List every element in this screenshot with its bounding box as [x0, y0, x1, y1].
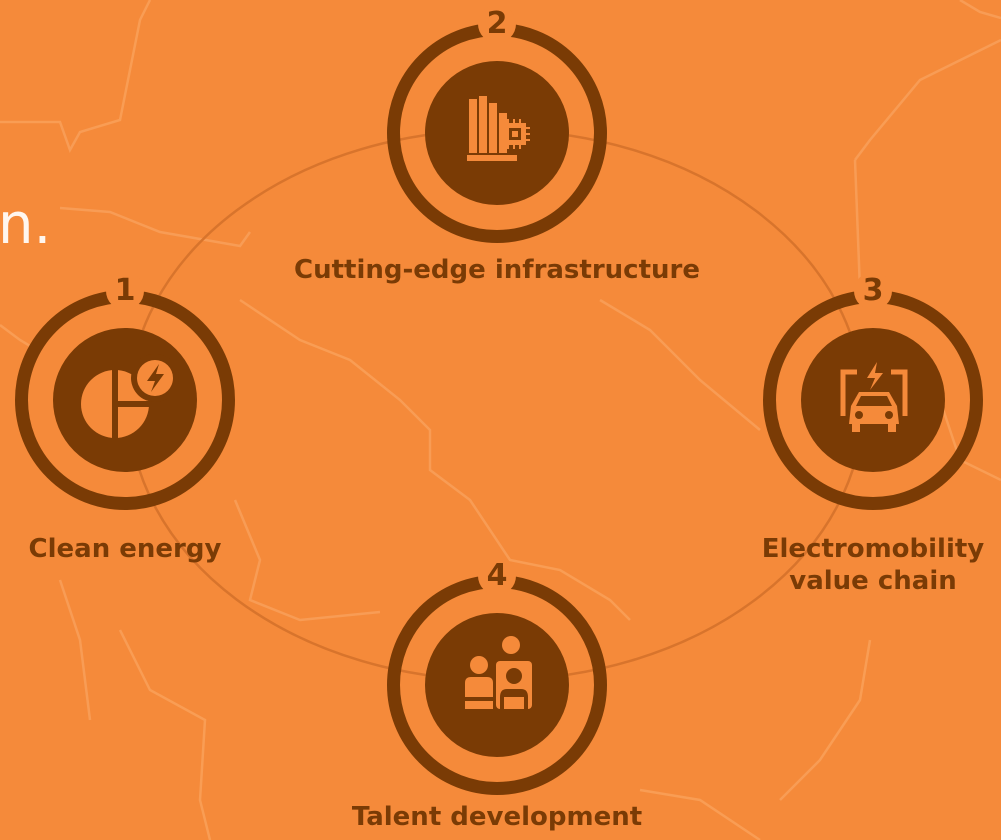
clean-energy-icon	[81, 354, 179, 438]
people-group-icon	[465, 636, 532, 709]
node-label-clean-energy: Clean energy	[0, 533, 250, 565]
ev-charging-icon	[840, 362, 908, 432]
factory-chip-icon	[467, 96, 530, 161]
node-clean-energy: 1	[15, 272, 235, 510]
label-line: Clean energy	[28, 534, 222, 564]
node-number-badge: 4	[478, 557, 516, 595]
label-line: value chain	[789, 566, 957, 596]
node-electromobility-value-chain: 3	[763, 272, 983, 510]
node-number-badge: 3	[854, 272, 892, 310]
node-label-talent-development: Talent development	[317, 801, 677, 833]
label-line: Cutting-edge infrastructure	[294, 255, 700, 285]
node-number-badge: 2	[478, 5, 516, 43]
heading-fragment: n.	[0, 192, 52, 257]
node-number-badge: 1	[106, 272, 144, 310]
label-line: Talent development	[351, 802, 643, 832]
node-label-cutting-edge-infrastructure: Cutting-edge infrastructure	[257, 254, 737, 286]
node-talent-development: 4	[387, 557, 607, 795]
node-label-electromobility-value-chain: Electromobility value chain	[735, 533, 1001, 597]
label-line: Electromobility	[761, 534, 985, 564]
node-cutting-edge-infrastructure: 2	[387, 5, 607, 243]
